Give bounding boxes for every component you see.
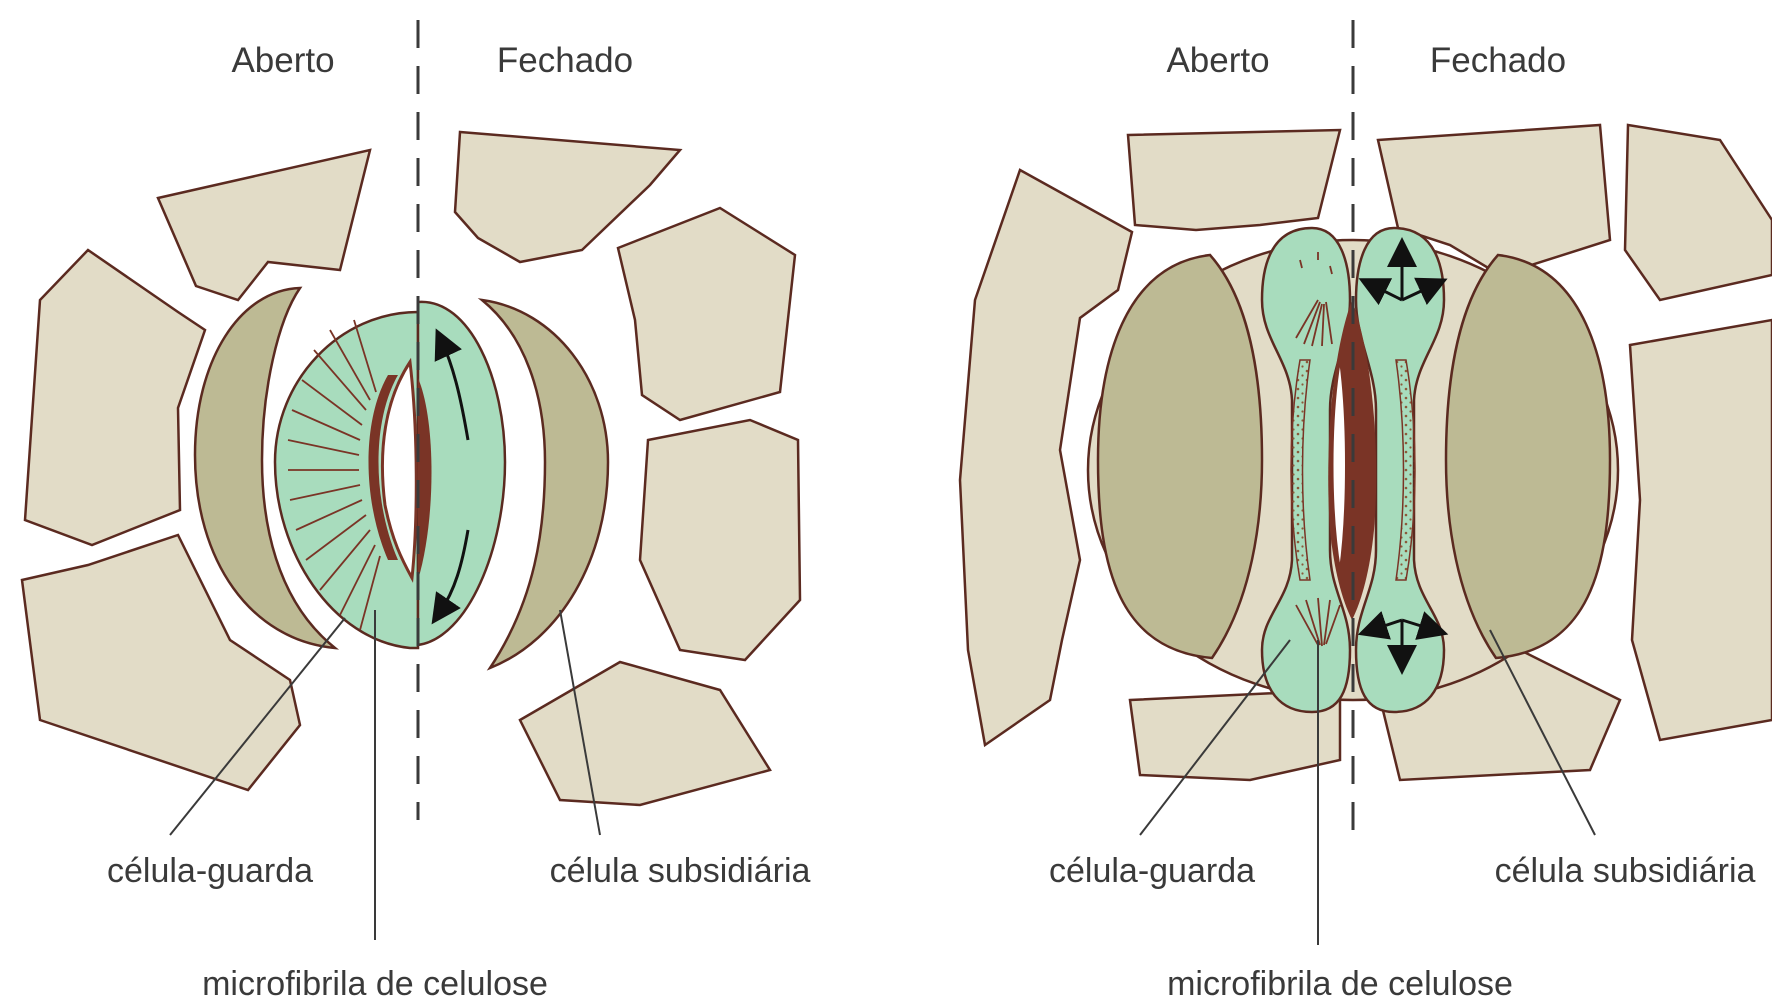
right-label-microfibril: microfibrila de celulose <box>1167 965 1513 1003</box>
left-guard-cells <box>275 302 505 648</box>
left-label-guard-cell: célula-guarda <box>107 852 313 890</box>
epidermal-cell <box>1128 130 1340 230</box>
right-label-open: Aberto <box>1166 41 1269 80</box>
subsidiary-cell-right <box>1446 255 1610 658</box>
epidermal-cell <box>640 420 800 660</box>
left-label-microfibril: microfibrila de celulose <box>202 965 548 1003</box>
epidermal-cell <box>1630 320 1772 740</box>
epidermal-cell <box>158 150 370 300</box>
epidermal-cell <box>618 208 795 420</box>
right-label-guard-cell: célula-guarda <box>1049 852 1255 890</box>
left-label-subsidiary-cell: célula subsidiária <box>550 852 811 890</box>
epidermal-cell <box>25 250 205 545</box>
epidermal-cell <box>1625 125 1772 300</box>
left-panel: Aberto Fechado célula-guarda célula subs… <box>22 20 810 1003</box>
right-label-subsidiary-cell: célula subsidiária <box>1495 852 1756 890</box>
epidermal-cell <box>520 662 770 805</box>
left-label-open: Aberto <box>231 41 334 80</box>
right-label-closed: Fechado <box>1430 41 1566 80</box>
right-panel: Aberto Fechado célula-guarda célula subs… <box>960 20 1772 1003</box>
subsidiary-cell-left <box>1098 255 1262 658</box>
left-label-closed: Fechado <box>497 41 633 80</box>
